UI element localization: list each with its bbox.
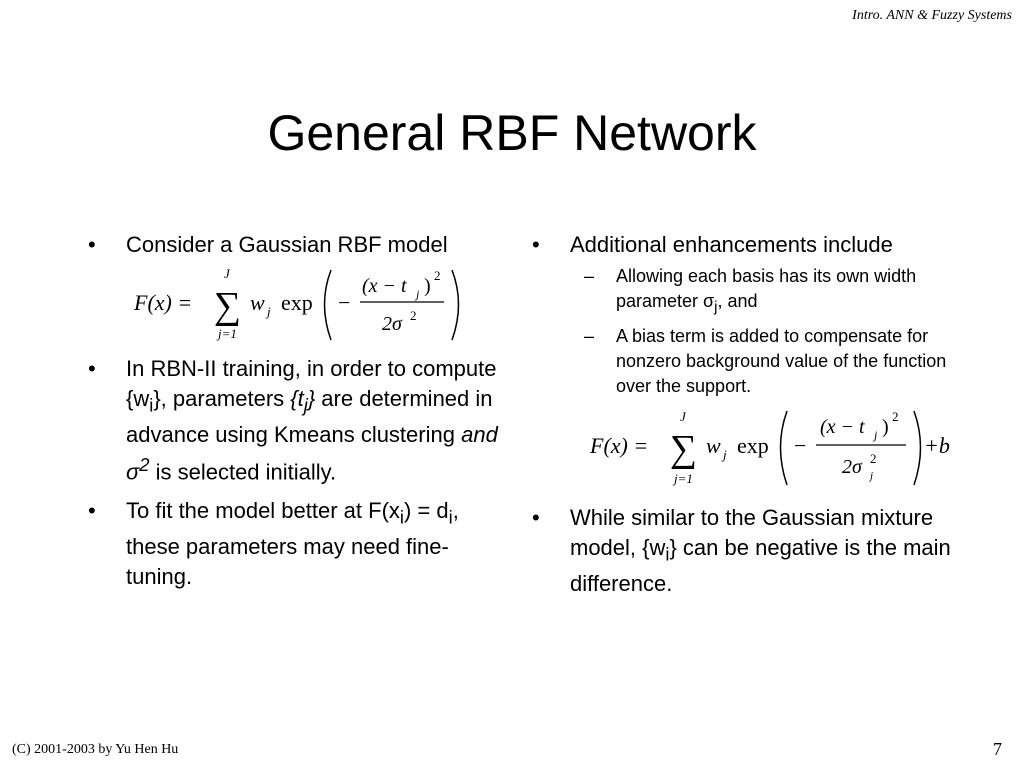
formula2-w-sub: j xyxy=(721,447,727,462)
bullet-fine-tuning: To fit the model better at F(xi) = di, t… xyxy=(88,496,508,592)
text-part: is selected initially. xyxy=(149,459,337,485)
sigma-symbol: σ xyxy=(126,459,140,485)
course-header: Intro. ANN & Fuzzy Systems xyxy=(852,8,1012,23)
slide-title: General RBF Network xyxy=(267,105,757,161)
text-part: } can be negative is the main difference… xyxy=(570,534,951,596)
text-part: }, parameters xyxy=(153,386,291,411)
sum-symbol: ∑ xyxy=(214,285,241,327)
formula2-denominator: 2σ xyxy=(842,456,863,478)
text-part: To fit the model better at F(x xyxy=(126,497,400,523)
formula1-minus: − xyxy=(338,290,350,315)
text-part: A bias term is added to compensate for n… xyxy=(616,325,947,396)
formula1-num-close: ) xyxy=(424,275,431,297)
text-part: In RBN-II training, in order to compute … xyxy=(126,356,497,411)
formula2-minus: − xyxy=(794,433,806,458)
formula2-num-sup: 2 xyxy=(892,409,899,424)
formula1-sum-bottom: j=1 xyxy=(216,326,237,341)
formula-rbf-with-bias: F(x) = ∑ J j=1 w j exp − (x − t j ) 2 2σ… xyxy=(570,403,972,493)
formula1-num-sub: j xyxy=(414,287,420,301)
formula2-num-sub: j xyxy=(872,428,878,442)
text-part: , these parameters may need fine-tuning. xyxy=(126,497,459,590)
text-part: , and xyxy=(717,291,758,311)
footer-copyright: (C) 2001-2003 by Yu Hen Hu xyxy=(12,742,179,757)
formula2-left-paren xyxy=(779,410,788,485)
sum-symbol: ∑ xyxy=(670,428,697,470)
formula1-lhs: F(x) = xyxy=(133,290,192,315)
italic-and: and xyxy=(461,422,498,448)
sigma-symbol: σ xyxy=(703,291,715,311)
formula1-w: w xyxy=(250,290,265,315)
formula1-w-sub: j xyxy=(265,304,271,319)
bullet-gaussian-mixture: While similar to the Gaussian mixture mo… xyxy=(532,503,972,599)
formula-gaussian-rbf: F(x) = ∑ J j=1 w j exp − (x − t j ) 2 2σ… xyxy=(126,264,508,344)
formula2-den-sub: j xyxy=(868,470,873,482)
text-part: are determined in advance using Kmeans c… xyxy=(126,386,493,448)
left-column: Consider a Gaussian RBF model F(x) = ∑ J… xyxy=(88,230,508,600)
subscript: i xyxy=(149,394,154,416)
subscript: i xyxy=(665,542,670,564)
formula1-numerator: (x − t xyxy=(362,275,407,297)
formula1-right-paren xyxy=(451,269,460,341)
formula2-bias: +b xyxy=(924,433,950,458)
subscript: j xyxy=(714,298,718,316)
formula1-left-paren xyxy=(323,269,332,341)
formula1-sum-top: J xyxy=(224,266,231,281)
text-part: ) = d xyxy=(403,497,449,523)
page-number: 7 xyxy=(993,739,1002,759)
sub-bullet-bias: A bias term is added to compensate for n… xyxy=(570,324,972,399)
superscript: 2 xyxy=(139,454,150,476)
formula2-w: w xyxy=(706,433,721,458)
formula1-svg: F(x) = ∑ J j=1 w j exp − (x − t j ) 2 2σ… xyxy=(133,266,460,341)
subscript: i xyxy=(399,506,404,528)
formula2-den-sup: 2 xyxy=(870,451,877,466)
subscript: j xyxy=(303,394,308,416)
right-column: Additional enhancements include Allowing… xyxy=(532,230,972,607)
italic-t: {t xyxy=(290,386,304,411)
bullet-text: Consider a Gaussian RBF model xyxy=(126,232,448,257)
formula2-num-close: ) xyxy=(882,416,889,438)
text-part: While similar to the Gaussian mixture mo… xyxy=(570,504,934,560)
subscript: i xyxy=(448,506,453,528)
formula1-denominator: 2σ xyxy=(382,313,403,335)
formula2-sum-bottom: j=1 xyxy=(672,471,693,486)
formula1-exp: exp xyxy=(281,290,313,315)
formula1-den-sup: 2 xyxy=(410,308,417,323)
sub-bullet-width: Allowing each basis has its own width pa… xyxy=(570,264,972,320)
formula2-numerator: (x − t xyxy=(820,416,865,438)
formula1-num-sup: 2 xyxy=(434,268,441,283)
formula2-right-paren xyxy=(913,410,922,485)
bullet-enhancements: Additional enhancements include Allowing… xyxy=(532,230,972,493)
text-part: Allowing each basis has its own width pa… xyxy=(616,266,917,311)
bullet-rbn-training: In RBN-II training, in order to compute … xyxy=(88,354,508,488)
formula2-sum-top: J xyxy=(680,409,687,424)
bullet-text: Additional enhancements include xyxy=(570,232,893,257)
formula2-lhs: F(x) = xyxy=(589,433,648,458)
italic-t-close: } xyxy=(307,386,316,411)
bullet-gaussian-model: Consider a Gaussian RBF model F(x) = ∑ J… xyxy=(88,230,508,344)
formula2-exp: exp xyxy=(737,433,769,458)
formula2-svg: F(x) = ∑ J j=1 w j exp − (x − t j ) 2 2σ… xyxy=(589,409,950,486)
